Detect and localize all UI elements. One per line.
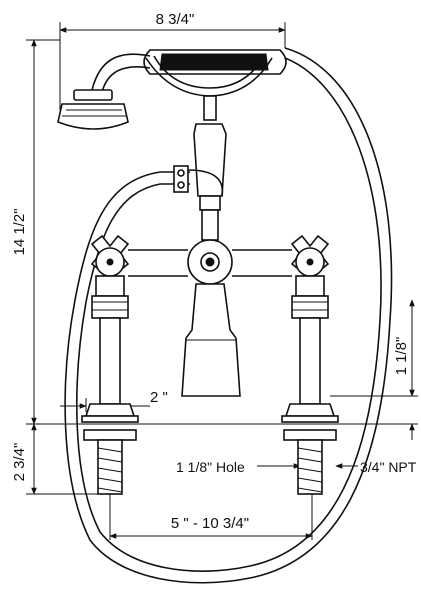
thread-label: 3/4" NPT bbox=[360, 459, 417, 475]
hole-size-label: 1 1/8" Hole bbox=[176, 459, 245, 475]
overall-height-dimension: 14 1/2" bbox=[11, 39, 60, 425]
deck-thickness-label: 2 3/4" bbox=[11, 443, 28, 482]
diverter-body bbox=[128, 95, 292, 397]
overall-height-label: 14 1/2" bbox=[11, 208, 28, 255]
left-valve bbox=[81, 234, 139, 495]
center-range-dimension: 5 " - 10 3/4" bbox=[109, 494, 313, 540]
overall-width-dimension: 8 3/4" bbox=[59, 11, 286, 110]
overall-width-label: 8 3/4" bbox=[156, 11, 195, 28]
center-range-label: 5 " - 10 3/4" bbox=[171, 515, 249, 532]
handshower bbox=[57, 49, 287, 130]
spout-height-dimension: 1 1/8" bbox=[330, 299, 418, 440]
right-valve bbox=[281, 234, 339, 495]
leg-offset-label: 2 " bbox=[150, 389, 168, 406]
spout-height-label: 1 1/8" bbox=[393, 337, 410, 376]
hose bbox=[64, 47, 393, 584]
